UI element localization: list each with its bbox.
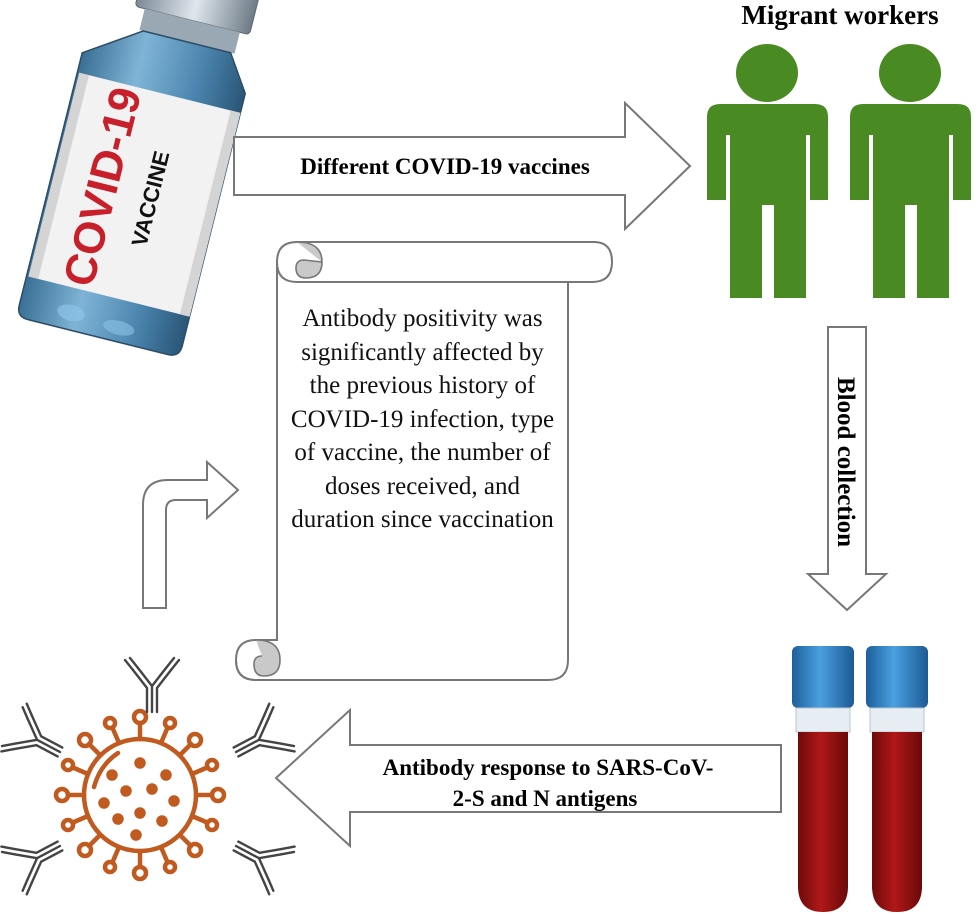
arrow-antibody-response: Antibody response to SARS-CoV- 2-S and N…: [274, 707, 782, 849]
blood-tube-right-icon: [866, 646, 928, 912]
arrow-to-workers: Different COVID-19 vaccines: [233, 100, 692, 232]
migrant-worker-left-icon: [707, 44, 828, 298]
antibody-icon-lower-left: [0, 820, 74, 897]
migrant-worker-right-icon: [850, 44, 971, 298]
blood-tube-left-icon: [792, 646, 854, 912]
arrow-blood-collection: Blood collection: [805, 326, 889, 612]
antibody-icon-lower-right: [222, 820, 298, 897]
bent-arrow-to-summary: [142, 459, 240, 609]
antibody-icon-top: [123, 656, 181, 714]
migrant-workers-title: Migrant workers: [741, 0, 939, 30]
sars-cov-2-virus-icon: [53, 708, 227, 882]
antibody-icon-upper-right: [222, 701, 298, 778]
vaccine-vial-icon: COVID-19 VACCINE: [18, 0, 260, 356]
arrow-label-vaccines: Different COVID-19 vaccines: [300, 154, 590, 179]
summary-scroll: [234, 241, 614, 681]
arrow-label-antibody-line2: 2-S and N antigens: [453, 786, 638, 811]
arrow-label-antibody-line1: Antibody response to SARS-CoV-: [383, 755, 714, 780]
summary-text: Antibody positivity was significantly af…: [290, 305, 555, 533]
arrow-label-blood-collection: Blood collection: [832, 377, 859, 547]
